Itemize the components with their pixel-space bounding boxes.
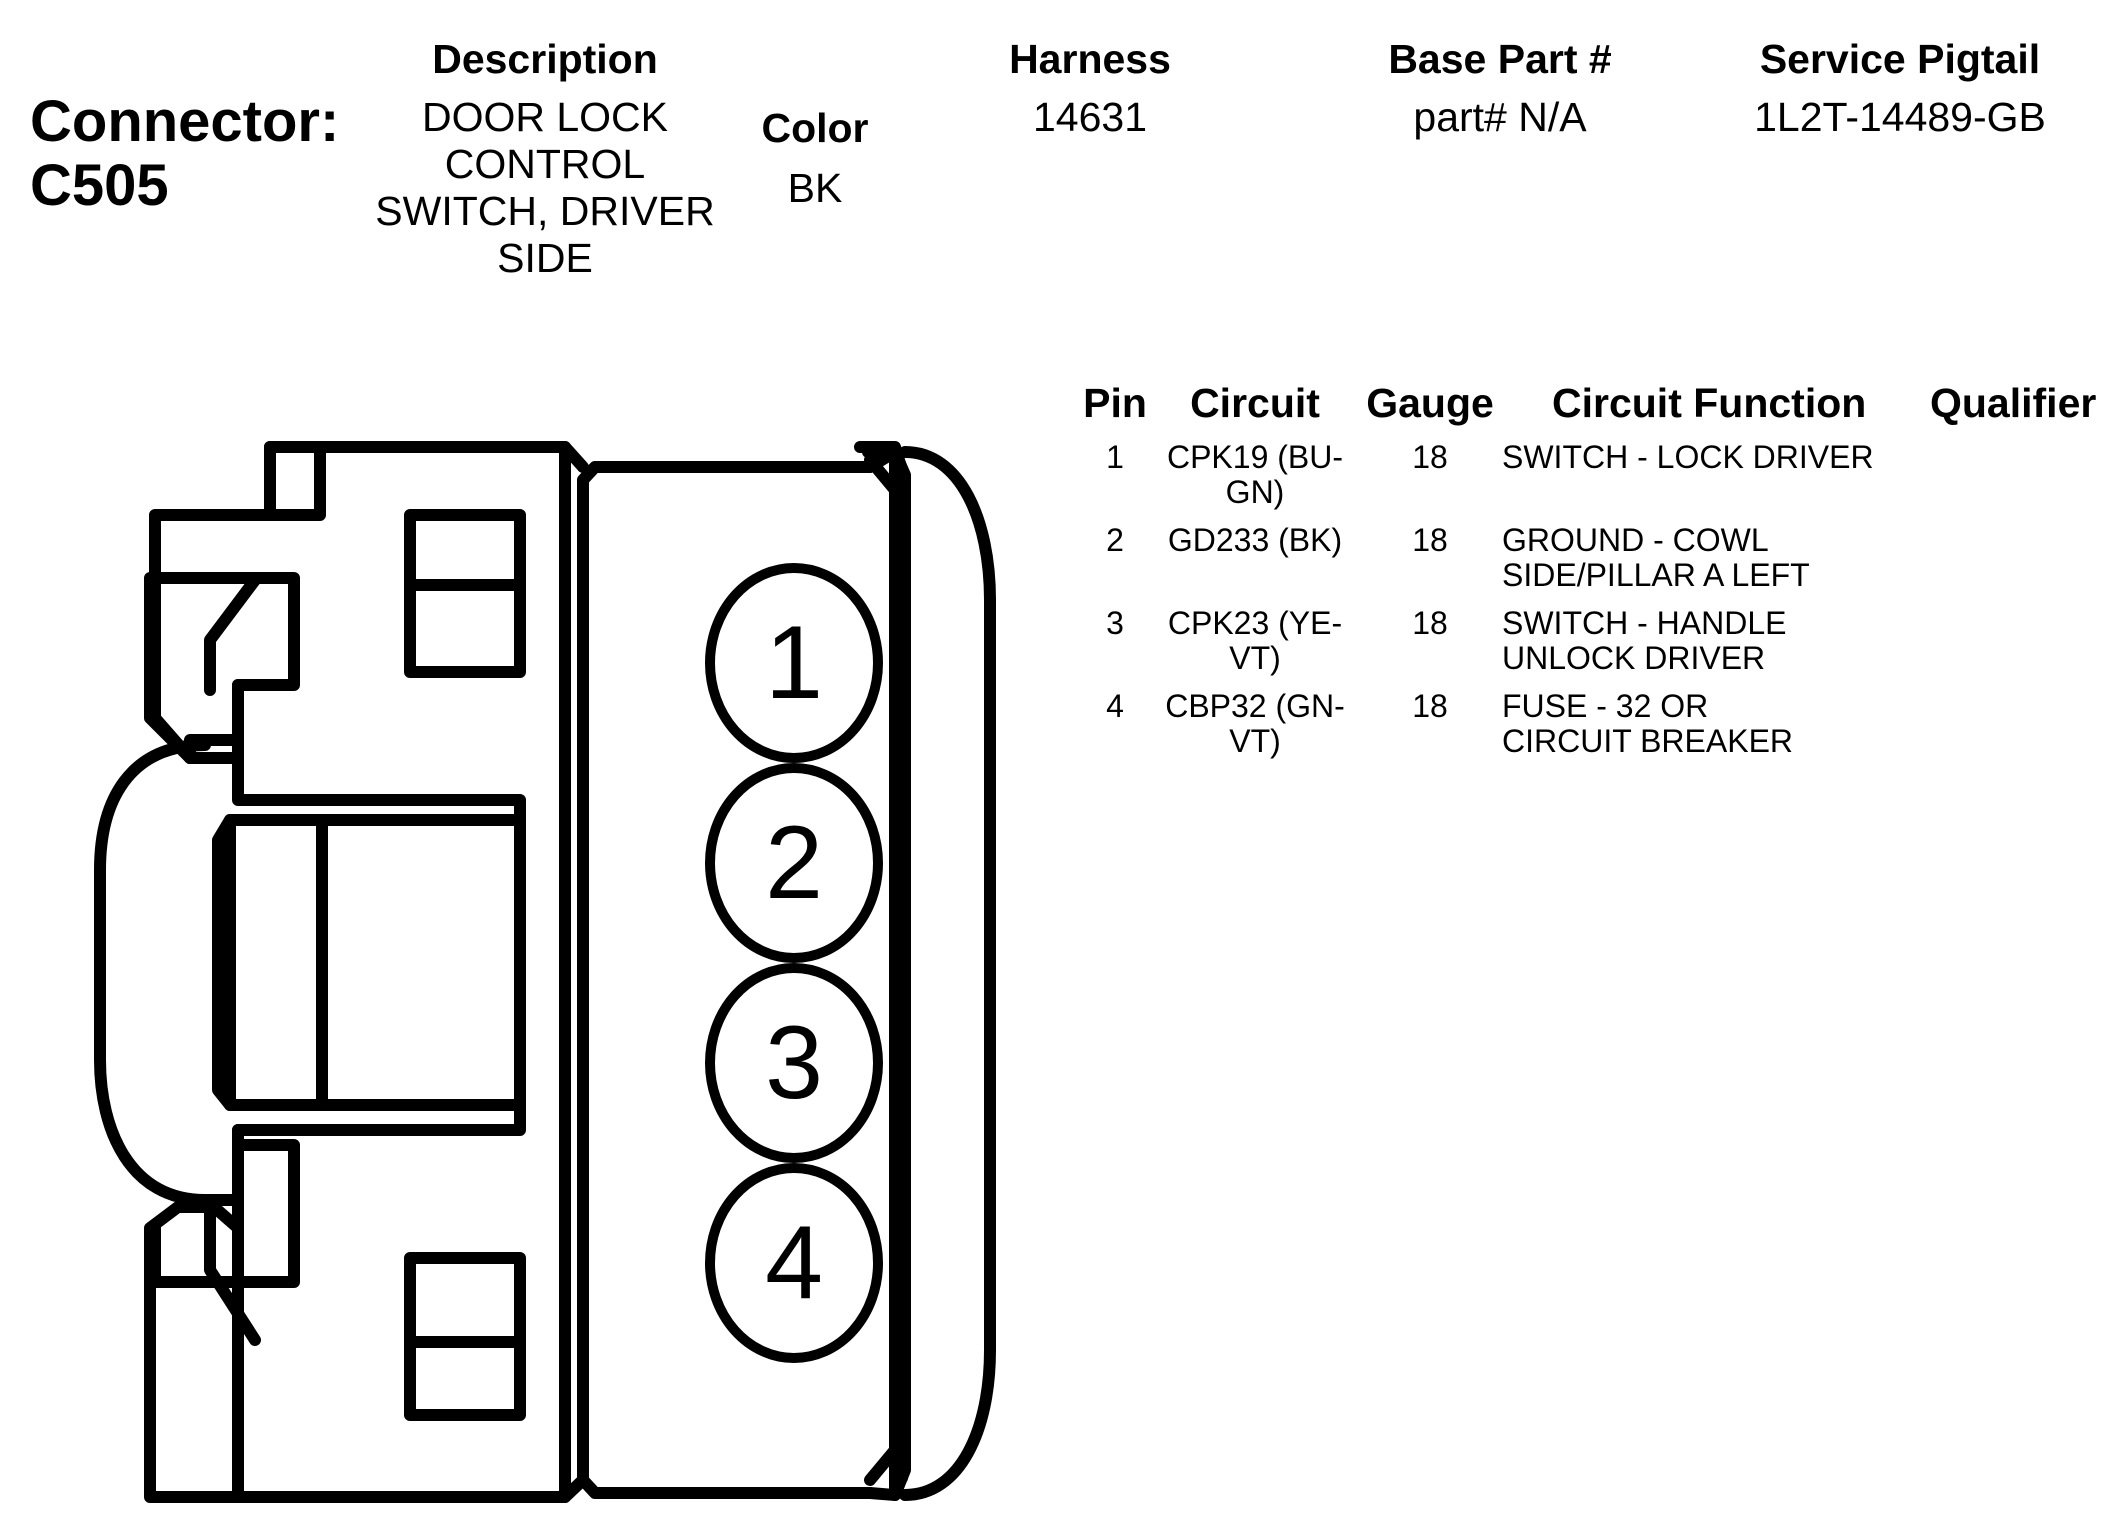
harness-value: 14631 bbox=[1032, 94, 1147, 140]
col-header-circuit: Circuit bbox=[1190, 380, 1320, 426]
service-pigtail-value: 1L2T-14489-GB bbox=[1754, 94, 2046, 140]
circuit-function: SWITCH - LOCK DRIVER bbox=[1502, 439, 1874, 475]
pin-cavity-4 bbox=[705, 1163, 883, 1363]
connector-body-left bbox=[149, 441, 300, 764]
harness-header: Harness bbox=[1009, 36, 1171, 82]
circuit-function: GROUND - COWL SIDE/PILLAR A LEFT bbox=[1502, 522, 1810, 593]
gauge: 18 bbox=[1412, 522, 1448, 558]
col-header-gauge: Gauge bbox=[1366, 380, 1494, 426]
gauge: 18 bbox=[1412, 439, 1448, 475]
circuit-code: GD233 (BK) bbox=[1167, 522, 1343, 558]
description-header: Description bbox=[432, 36, 658, 82]
pin-number: 3 bbox=[1106, 605, 1124, 641]
circuit-code: CPK19 (BU-GN) bbox=[1166, 439, 1344, 510]
color-header: Color bbox=[761, 105, 869, 151]
circuit-code: CPK23 (YE-VT) bbox=[1167, 605, 1343, 676]
color-value: BK bbox=[787, 165, 843, 211]
circuit-code: CBP32 (GN-VT) bbox=[1165, 688, 1345, 759]
pin-cavity-3 bbox=[705, 963, 883, 1163]
pin-cavity-label: 2 bbox=[765, 805, 823, 921]
gauge: 18 bbox=[1412, 688, 1448, 724]
connector-label: Connector: bbox=[30, 89, 340, 154]
pin-number: 4 bbox=[1106, 688, 1124, 724]
gauge: 18 bbox=[1412, 605, 1448, 641]
col-header-circuit-function: Circuit Function bbox=[1552, 380, 1867, 426]
latch-tab bbox=[94, 739, 244, 1206]
circuit-function: FUSE - 32 OR CIRCUIT BREAKER bbox=[1502, 688, 1794, 759]
pin-cavity-label: 3 bbox=[765, 1005, 823, 1121]
base-part-value: part# N/A bbox=[1413, 94, 1587, 140]
circuit-function: SWITCH - HANDLE UNLOCK DRIVER bbox=[1502, 605, 1787, 676]
pin-cavity-1 bbox=[705, 563, 883, 763]
connector-id: C505 bbox=[30, 153, 169, 218]
pin-number: 2 bbox=[1106, 522, 1124, 558]
pin-number: 1 bbox=[1106, 439, 1124, 475]
connector-cap bbox=[899, 446, 996, 1501]
col-header-pin: Pin bbox=[1083, 380, 1147, 426]
lower-slot bbox=[404, 1252, 526, 1421]
upper-slot bbox=[404, 509, 526, 678]
col-header-qualifier: Qualifier bbox=[1930, 380, 2097, 426]
service-pigtail-header: Service Pigtail bbox=[1759, 36, 2041, 82]
pin-cavity-label: 4 bbox=[765, 1205, 823, 1321]
pin-cavity-2 bbox=[705, 763, 883, 963]
pin-cavity-label: 1 bbox=[765, 605, 823, 721]
base-part-header: Base Part # bbox=[1388, 36, 1612, 82]
description-value: DOOR LOCK CONTROL SWITCH, DRIVER SIDE bbox=[375, 94, 715, 281]
